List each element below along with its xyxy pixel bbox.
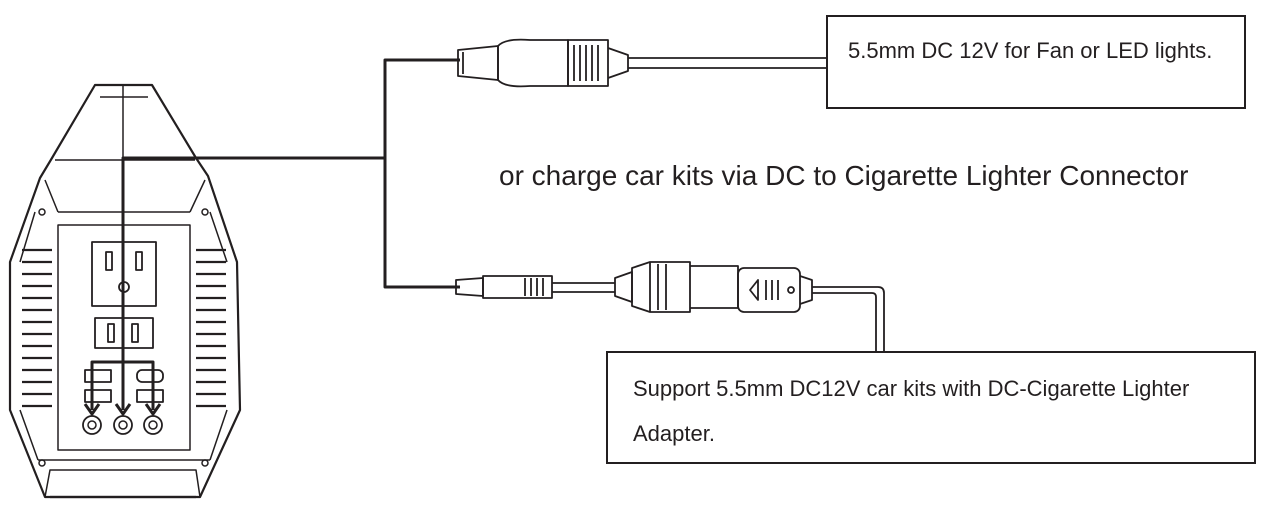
power-station-icon [8, 83, 242, 499]
dc-plug-top-icon [457, 38, 826, 88]
cigarette-lighter-adapter-icon [614, 261, 885, 351]
dc-plug-bottom-icon [455, 275, 615, 299]
fan-led-callout-text: 5.5mm DC 12V for Fan or LED lights. [848, 38, 1213, 63]
car-kit-caption: or charge car kits via DC to Cigarette L… [499, 160, 1189, 191]
car-kit-callout: Support 5.5mm DC12V car kits with DC-Cig… [606, 351, 1256, 464]
car-kit-callout-text: Support 5.5mm DC12V car kits with DC-Cig… [633, 376, 1190, 446]
port-indicator-arrows [83, 156, 385, 416]
fan-led-callout: 5.5mm DC 12V for Fan or LED lights. [826, 15, 1246, 109]
main-cable [383, 58, 460, 289]
